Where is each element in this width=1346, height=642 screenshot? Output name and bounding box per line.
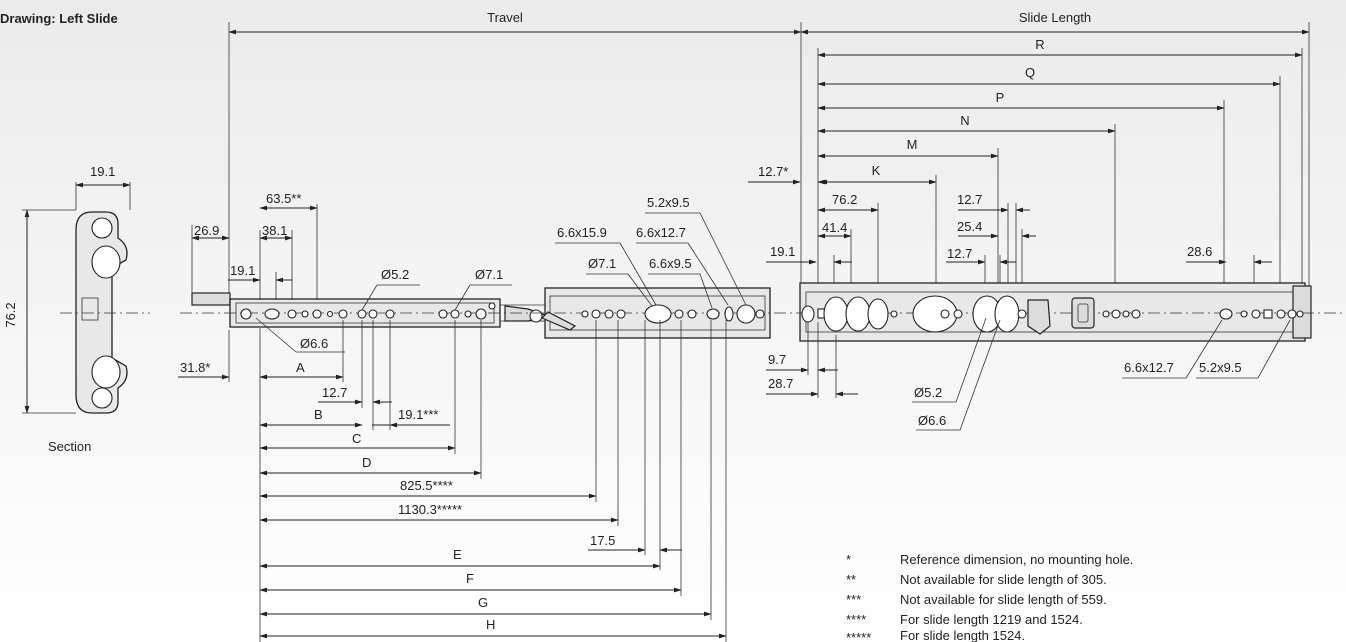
note-1-mark: * <box>846 552 851 567</box>
dim-E-label: E <box>453 547 462 562</box>
dim-A-label: A <box>296 360 305 375</box>
note-3-text: Not available for slide length of 559. <box>900 592 1107 607</box>
header-dimensions: Travel Slide Length <box>228 10 1310 300</box>
footnotes: * Reference dimension, no mounting hole.… <box>846 552 1133 642</box>
dim-M-label: M <box>907 137 918 152</box>
dim-38-1: 38.1 <box>262 223 287 238</box>
middle-callouts: 5.2x9.5 6.6x15.9 6.6x12.7 Ø7.1 6.6x9.5 <box>555 195 747 309</box>
left-top-dims: 26.9 38.1 63.5** 19.1 Ø5.2 Ø7.1 Ø6.6 <box>191 191 512 353</box>
dim-28-7: 28.7 <box>768 376 793 391</box>
dim-28-6: 28.6 <box>1187 244 1212 259</box>
dim-6-6x15-9: 6.6x15.9 <box>557 225 607 240</box>
dim-H-label: H <box>486 617 495 632</box>
dim-5-2x9-5-right: 5.2x9.5 <box>1199 360 1242 375</box>
dim-1130-3: 1130.3***** <box>398 502 462 517</box>
drawing-title: Drawing: Left Slide <box>0 11 118 26</box>
dim-31-8: 31.8* <box>180 360 210 375</box>
dim-825-5: 825.5**** <box>400 478 453 493</box>
dim-19-1-stars: 19.1*** <box>398 407 438 422</box>
note-5-mark: ***** <box>846 630 871 642</box>
dim-17-5: 17.5 <box>590 533 615 548</box>
dim-F-label: F <box>466 571 474 586</box>
note-5-text: For slide length 1524. <box>900 628 1025 642</box>
ref-12-7-dim: 12.7* <box>748 164 845 185</box>
slide-body <box>180 282 1346 342</box>
dim-9-7: 9.7 <box>768 352 786 367</box>
dim-63-5: 63.5** <box>266 191 301 206</box>
dim-25-4: 25.4 <box>957 219 982 234</box>
dim-phi7-1-mid: Ø7.1 <box>588 256 616 271</box>
section-view: 19.1 76.2 Section <box>3 164 150 454</box>
note-2-text: Not available for slide length of 305. <box>900 572 1107 587</box>
right-small-dims: 76.2 41.4 19.1 12.7 25.4 12.7 28.6 <box>766 192 1272 305</box>
dim-phi7-1-left: Ø7.1 <box>475 267 503 282</box>
dim-D-label: D <box>362 455 371 470</box>
section-width-label: 19.1 <box>90 164 115 179</box>
dim-P-label: P <box>996 90 1005 105</box>
dim-C-label: C <box>352 431 361 446</box>
note-4-mark: **** <box>846 612 866 627</box>
dim-12-7-c: 12.7 <box>947 246 972 261</box>
note-3-mark: *** <box>846 592 861 607</box>
dim-Q-label: Q <box>1025 65 1035 80</box>
dim-phi5-2-left: Ø5.2 <box>381 267 409 282</box>
section-height-label: 76.2 <box>3 302 18 327</box>
dim-12-7-ref: 12.7* <box>758 164 788 179</box>
dim-19-1-right: 19.1 <box>770 244 795 259</box>
length-letter-dims: R Q P N M K <box>817 37 1303 305</box>
dim-G-label: G <box>478 595 488 610</box>
dim-19-1-left: 19.1 <box>230 263 255 278</box>
note-2-mark: ** <box>846 572 856 587</box>
dim-26-9: 26.9 <box>194 223 219 238</box>
right-bottom-callouts: 9.7 28.7 Ø5.2 Ø6.6 6.6x12.7 5.2x9.5 <box>766 317 1291 431</box>
dim-N-label: N <box>960 113 969 128</box>
slide-length-label: Slide Length <box>1019 10 1091 25</box>
dim-6-6x12-7-mid: 6.6x12.7 <box>636 225 686 240</box>
travel-label: Travel <box>487 10 523 25</box>
dim-41-4: 41.4 <box>822 220 847 235</box>
dim-phi6-6-right: Ø6.6 <box>918 413 946 428</box>
dim-6-6x12-7-right: 6.6x12.7 <box>1124 360 1174 375</box>
dim-76-2: 76.2 <box>832 192 857 207</box>
note-4-text: For slide length 1219 and 1524. <box>900 612 1083 627</box>
dim-R-label: R <box>1035 37 1044 52</box>
dim-5-2x9-5-mid: 5.2x9.5 <box>647 195 690 210</box>
dim-phi5-2-right: Ø5.2 <box>914 385 942 400</box>
dim-12-7-b: 12.7 <box>957 192 982 207</box>
dim-phi6-6-left: Ø6.6 <box>300 336 328 351</box>
dim-12-7-a: 12.7 <box>322 385 347 400</box>
left-bottom-dims: 31.8* A 12.7 B 19.1*** C D 825.5**** 113… <box>178 320 727 642</box>
dim-B-label: B <box>314 407 323 422</box>
note-1-text: Reference dimension, no mounting hole. <box>900 552 1133 567</box>
dim-K-label: K <box>872 163 881 178</box>
dim-6-6x9-5: 6.6x9.5 <box>649 256 692 271</box>
section-label: Section <box>48 439 91 454</box>
